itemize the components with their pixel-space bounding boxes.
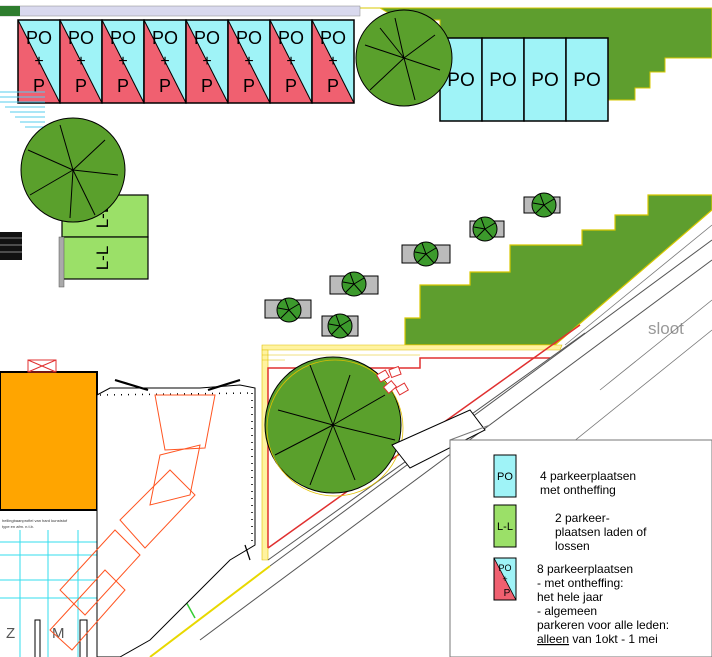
ramp-note-line2: type en afm. n.t.b. — [2, 524, 34, 529]
spot-label-plus: + — [286, 53, 295, 70]
loading-label: L-L — [93, 246, 112, 271]
spot-label-p: P — [285, 76, 297, 96]
legend-text: het hele jaar — [537, 590, 603, 604]
tree-large-top — [355, 9, 453, 107]
legend-item-mixed: PO + P 8 parkeerplaatsen - met ontheffin… — [493, 557, 669, 646]
legend-swatch-label: PO — [497, 471, 513, 483]
yellow-path-line — [149, 565, 271, 657]
spot-label-po: PO — [320, 28, 346, 48]
legend-rest: van 1okt - 1 mei — [569, 632, 658, 646]
letter-m: M — [52, 625, 65, 642]
spot-label-po: PO — [110, 28, 136, 48]
building-marker — [27, 359, 57, 373]
spot-label-po: PO — [152, 28, 178, 48]
cyan-grid — [0, 530, 100, 657]
spot-label-po: PO — [531, 70, 558, 91]
tree-planter — [264, 297, 312, 323]
spot-label-p: P — [33, 76, 45, 96]
legend-underlined: alleen — [537, 632, 569, 646]
mixed-parking-spot: PO + P — [101, 19, 145, 104]
spot-label-p: P — [201, 76, 213, 96]
legend-swatch-label: PO — [498, 563, 511, 573]
mixed-parking-spot: PO + P — [227, 19, 271, 104]
spot-label-po: PO — [236, 28, 262, 48]
ramp-note-line1: hellingbaanprofiel van hard kunststof — [2, 518, 68, 523]
legend-text: lossen — [555, 539, 590, 553]
spot-label-plus: + — [118, 53, 127, 70]
spot-label-plus: + — [160, 53, 169, 70]
legend-text: plaatsen laden of — [555, 525, 647, 539]
tree-planter — [401, 241, 451, 267]
spot-label-plus: + — [244, 53, 253, 70]
spot-label-po: PO — [194, 28, 220, 48]
permit-parking-spot: PO — [565, 37, 609, 122]
mixed-parking-spot: PO + P — [59, 19, 103, 104]
ramp — [391, 409, 486, 469]
spot-label-po: PO — [68, 28, 94, 48]
legend-item-permit: PO 4 parkeerplaatsen met ontheffing — [493, 454, 636, 498]
spot-label-po: PO — [573, 70, 600, 91]
spot-label-po: PO — [447, 70, 474, 91]
legend-text: 8 parkeerplaatsen — [537, 562, 633, 576]
gate-bars — [0, 232, 22, 260]
mixed-parking-spot: PO + P — [185, 19, 229, 104]
permit-parking-row: PO PO PO PO — [439, 37, 609, 122]
grass-area-stairs — [404, 194, 712, 346]
plaza-edge — [261, 344, 563, 351]
letter-z: Z — [6, 625, 15, 642]
legend-text: 2 parkeer- — [555, 511, 610, 525]
tree-planter — [321, 313, 359, 339]
tree-large-center — [264, 356, 404, 497]
spot-label-po: PO — [278, 28, 304, 48]
building — [0, 371, 98, 511]
ditch-label: sloot — [648, 319, 684, 338]
tree-planter — [523, 192, 561, 218]
tree-planter — [469, 216, 505, 242]
permit-parking-spot: PO — [523, 37, 567, 122]
legend-item-loading: L-L 2 parkeer- plaatsen laden of lossen — [493, 504, 647, 553]
spot-label-po: PO — [489, 70, 516, 91]
spot-label-plus: + — [34, 53, 43, 70]
legend: PO 4 parkeerplaatsen met ontheffing L-L … — [449, 424, 712, 657]
road-edge-top — [0, 5, 361, 17]
spot-label-plus: + — [328, 53, 337, 70]
legend-text: 4 parkeerplaatsen — [540, 469, 636, 483]
door-marks — [34, 619, 88, 657]
permit-parking-spot: PO — [481, 37, 525, 122]
mixed-parking-spot: PO + P — [17, 19, 61, 104]
spot-label-p: P — [159, 76, 171, 96]
spot-label-plus: + — [76, 53, 85, 70]
mixed-parking-spot: PO + P — [311, 19, 355, 104]
stair-hatch — [0, 91, 45, 128]
spot-label-plus: + — [202, 53, 211, 70]
legend-text-last: alleen van 1okt - 1 mei — [537, 632, 658, 646]
spot-label-p: P — [117, 76, 129, 96]
legend-swatch-label: + — [502, 574, 507, 584]
mixed-parking-row: PO + P PO + P PO + P PO + — [17, 19, 355, 104]
bench-marks — [375, 365, 410, 396]
legend-text: - algemeen — [537, 604, 597, 618]
spot-label-p: P — [75, 76, 87, 96]
tree-planter — [329, 271, 379, 297]
tree-left — [20, 117, 126, 223]
legend-swatch-label: L-L — [497, 521, 513, 533]
mixed-parking-spot: PO + P — [269, 19, 313, 104]
legend-text: - met ontheffing: — [537, 576, 624, 590]
legend-text: parkeren voor alle leden: — [537, 618, 669, 632]
spot-label-p: P — [327, 76, 339, 96]
mixed-parking-spot: PO + P — [143, 19, 187, 104]
legend-text: met ontheffing — [540, 483, 616, 497]
spot-label-po: PO — [26, 28, 52, 48]
legend-swatch-label: P — [504, 588, 511, 599]
spot-label-p: P — [243, 76, 255, 96]
walkway — [49, 378, 256, 657]
